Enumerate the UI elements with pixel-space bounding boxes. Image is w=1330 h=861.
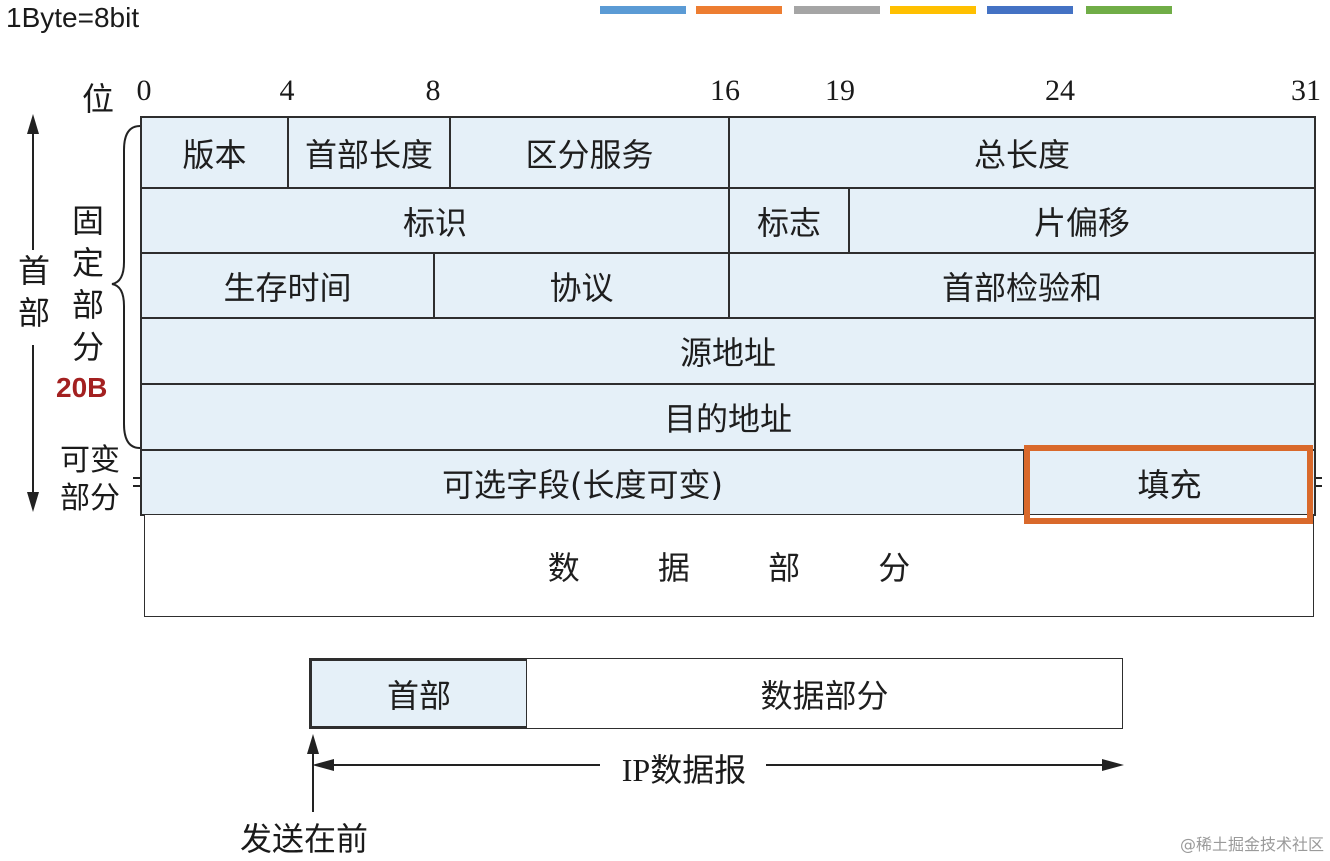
field-version: 版本 [140, 116, 289, 189]
variable-part-label: 可变部分 [60, 443, 120, 516]
field-options: 可选字段(长度可变) [140, 449, 1025, 516]
fixed-size-badge: 20B [56, 372, 108, 403]
bit-mark-0: 0 [136, 74, 152, 107]
header-label: 首部 [17, 252, 50, 332]
send-first-label: 发送在前 [240, 820, 369, 858]
padding-highlight-box [1024, 445, 1313, 524]
color-bar [794, 6, 880, 14]
byte-bit-note: 1Byte=8bit [6, 2, 140, 33]
datagram-data-box: 数据部分 [527, 658, 1123, 729]
send-first-arrow-head [307, 734, 319, 754]
color-bar [600, 6, 686, 14]
fixed-part-brace [111, 125, 141, 449]
header-arrow-head-up [27, 114, 39, 134]
color-bar [696, 6, 782, 14]
bit-mark-31: 31 [1291, 74, 1321, 107]
datagram-span-label: IP数据报 [621, 752, 747, 788]
bit-mark-8: 8 [425, 74, 441, 107]
field-ttl: 生存时间 [140, 252, 435, 319]
field-destination-address: 目的地址 [140, 383, 1316, 451]
field-flags: 标志 [728, 187, 850, 254]
color-bar [1086, 6, 1172, 14]
datagram-header-box: 首部 [309, 658, 529, 729]
header-arrow-head-down [27, 492, 39, 512]
field-source-address: 源地址 [140, 317, 1316, 385]
color-bar [987, 6, 1073, 14]
field-data-part: 数 据 部 分 [144, 514, 1314, 617]
bit-mark-19: 19 [825, 74, 855, 107]
field-identification: 标识 [140, 187, 730, 254]
field-dsf: 区分服务 [449, 116, 730, 189]
color-bar [890, 6, 976, 14]
field-checksum: 首部检验和 [728, 252, 1316, 319]
watermark: @稀土掘金技术社区 [1179, 835, 1324, 854]
field-protocol: 协议 [433, 252, 730, 319]
bit-mark-24: 24 [1045, 74, 1075, 107]
field-header-length: 首部长度 [287, 116, 451, 189]
datagram-span-head-right [1102, 759, 1124, 771]
fixed-part-label: 固定部分 [71, 202, 104, 366]
bit-mark-16: 16 [710, 74, 740, 107]
datagram-span-head-left [312, 759, 334, 771]
field-fragment-offset: 片偏移 [848, 187, 1316, 254]
bit-mark-4: 4 [279, 74, 295, 107]
field-total-length: 总长度 [728, 116, 1316, 189]
bit-ruler-label: 位 [82, 80, 115, 118]
